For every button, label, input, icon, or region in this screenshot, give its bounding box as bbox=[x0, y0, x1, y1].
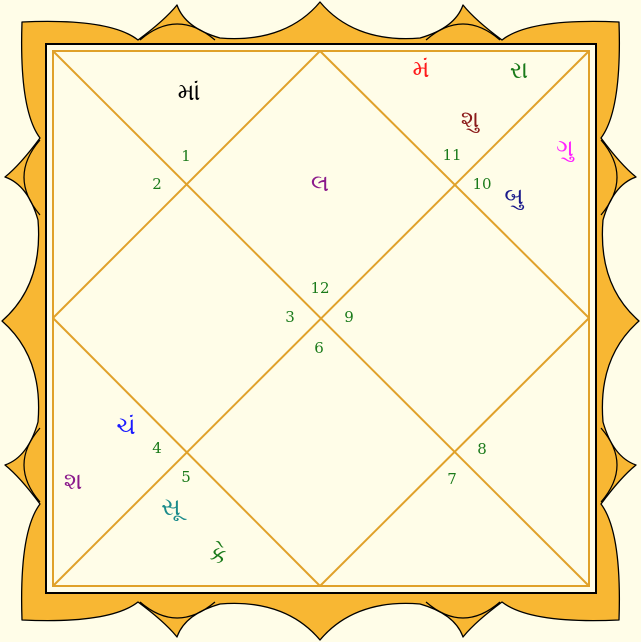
house-number-12: 12 bbox=[310, 279, 329, 297]
house-number-1: 1 bbox=[181, 147, 191, 165]
planet-label-ketu: કે bbox=[210, 541, 227, 569]
planet-label-shani: શ bbox=[64, 467, 83, 495]
planet-label-budh: બુ bbox=[504, 182, 524, 210]
house-number-3: 3 bbox=[285, 308, 295, 326]
house-number-11: 11 bbox=[442, 146, 461, 164]
house-number-4: 4 bbox=[152, 439, 162, 457]
planet-label-maandi: માં bbox=[178, 78, 201, 106]
planet-label-lagna: લ bbox=[311, 169, 329, 197]
house-number-6: 6 bbox=[314, 339, 324, 357]
house-number-5: 5 bbox=[181, 468, 191, 486]
house-number-9: 9 bbox=[344, 308, 354, 326]
planet-label-shukra: શુ bbox=[461, 105, 481, 133]
house-number-7: 7 bbox=[447, 470, 457, 488]
planet-label-guru: ગુ bbox=[556, 134, 575, 162]
house-number-8: 8 bbox=[477, 440, 487, 458]
planet-label-mangal: મં bbox=[413, 55, 430, 83]
planet-label-chandra: ચં bbox=[116, 412, 135, 440]
house-number-2: 2 bbox=[152, 175, 162, 193]
planet-label-rahu: રા bbox=[510, 56, 528, 84]
house-number-10: 10 bbox=[472, 175, 491, 193]
